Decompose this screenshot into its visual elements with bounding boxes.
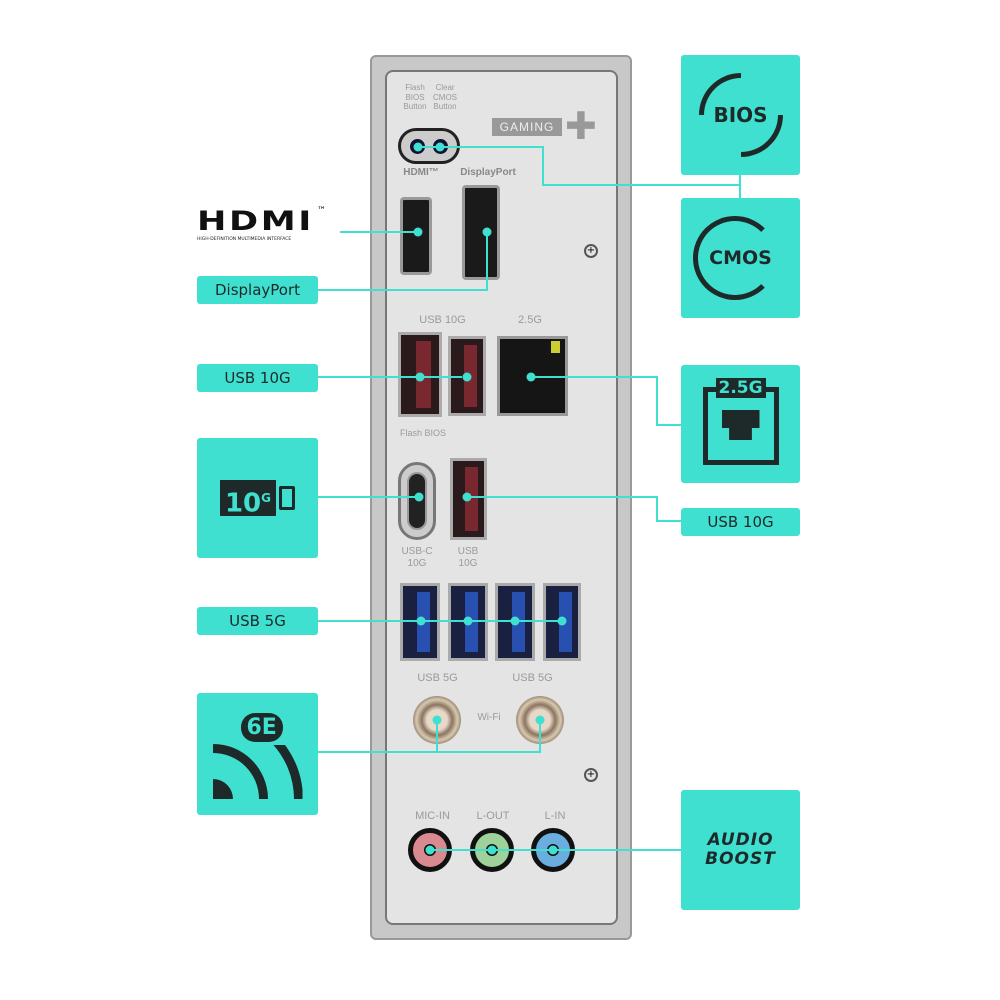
connector-line: [656, 376, 658, 426]
connector-line: [531, 376, 657, 378]
connector-dot: [463, 616, 473, 626]
usbc-label: USB-C 10G: [401, 546, 433, 569]
connector-line: [318, 620, 563, 622]
connector-line: [739, 175, 741, 198]
connector-dot: [414, 492, 424, 502]
mic-in-label: MIC-IN: [415, 810, 450, 822]
connector-dot: [535, 715, 545, 725]
connector-dot: [413, 142, 423, 152]
connector-dot: [413, 227, 423, 237]
connector-line: [318, 289, 488, 291]
bios-callout: BIOS: [681, 55, 801, 175]
connector-line: [318, 496, 419, 498]
connector-dot: [548, 845, 558, 855]
connector-line: [418, 146, 543, 148]
screw-icon: +: [584, 768, 598, 782]
connector-dot: [482, 227, 492, 237]
connector-dot: [510, 616, 520, 626]
usb-label: USB 10G: [457, 546, 479, 569]
wifi6e-callout: 6E: [197, 693, 318, 815]
connector-dot: [526, 372, 536, 382]
lan-port-label: 2.5G: [518, 314, 542, 326]
connector-dot: [425, 845, 435, 855]
usb5g-label-left: USB 5G: [417, 672, 458, 684]
usb10g-badge-sup: G: [261, 491, 272, 505]
clear-cmos-button-label: Clear CMOS Button: [433, 83, 457, 112]
usb10g-callout-right: USB 10G: [681, 508, 800, 536]
lan-callout: 2.5G: [681, 365, 800, 483]
cmos-callout: CMOS: [681, 198, 800, 318]
connector-line: [436, 720, 438, 752]
hdmi-tagline: HIGH-DEFINITION MULTIMEDIA INTERFACE: [197, 237, 292, 242]
cmos-reset-icon: [693, 216, 777, 300]
audio-boost-callout: AUDIO BOOST: [681, 790, 800, 910]
connector-line: [318, 376, 462, 378]
connector-dot: [415, 372, 425, 382]
usb10g-port-flash: [398, 332, 442, 417]
wifi-label: Wi-Fi: [477, 712, 501, 723]
connector-line: [542, 146, 544, 186]
dpad-icon: ✚: [565, 104, 597, 148]
hdmi-tm: ™: [317, 206, 326, 216]
displayport-port-label: DisplayPort: [460, 167, 516, 178]
ethernet-icon: 2.5G: [702, 378, 779, 465]
hdmi-logo-text: HDMI: [197, 206, 314, 237]
usb10g-badge-callout: 10G: [197, 438, 318, 558]
hdmi-logo: HDMI ™ HIGH-DEFINITION MULTIMEDIA INTERF…: [197, 206, 337, 246]
lan-led: [551, 341, 560, 353]
connector-line: [656, 424, 681, 426]
usb10g-badge-number: 10: [224, 488, 262, 519]
gaming-logo: GAMING: [492, 118, 562, 136]
usb5g-port-2: [448, 583, 488, 661]
connector-dot: [435, 142, 445, 152]
flash-bios-button-label: Flash BIOS Button: [403, 83, 427, 112]
usb5g-callout: USB 5G: [197, 607, 318, 635]
connector-line: [656, 520, 681, 522]
line-in-label: L-IN: [544, 810, 566, 822]
lan-badge: 2.5G: [715, 378, 766, 398]
connector-dot: [487, 845, 497, 855]
connector-dot: [462, 372, 472, 382]
connector-line: [340, 231, 418, 233]
connector-line: [486, 232, 488, 290]
line-out-label: L-OUT: [476, 810, 510, 822]
flash-bios-label: Flash BIOS: [399, 428, 446, 438]
connector-dot: [557, 616, 567, 626]
connector-line: [539, 720, 541, 752]
hdmi-port-label: HDMI™: [403, 167, 439, 178]
usb10g-port-label: USB 10G: [419, 314, 466, 326]
connector-line: [542, 184, 740, 186]
usb-drive-icon: 10G: [219, 480, 296, 519]
usb5g-label-right: USB 5G: [512, 672, 553, 684]
connector-line: [656, 496, 658, 522]
bios-label: BIOS: [713, 103, 768, 127]
cmos-label: CMOS: [709, 247, 772, 269]
wifi-6e-badge: 6E: [240, 713, 283, 742]
displayport-callout: DisplayPort: [197, 276, 318, 304]
wifi-6e-icon: 6E: [212, 709, 303, 799]
connector-dot: [416, 616, 426, 626]
connector-line: [466, 496, 657, 498]
displayport-port: [462, 185, 500, 280]
screw-icon: +: [584, 244, 598, 258]
connector-dot: [432, 715, 442, 725]
usb10g-callout-left: USB 10G: [197, 364, 318, 392]
audio-boost-label: AUDIO BOOST: [705, 830, 776, 869]
connector-line: [318, 751, 541, 753]
connector-dot: [462, 492, 472, 502]
